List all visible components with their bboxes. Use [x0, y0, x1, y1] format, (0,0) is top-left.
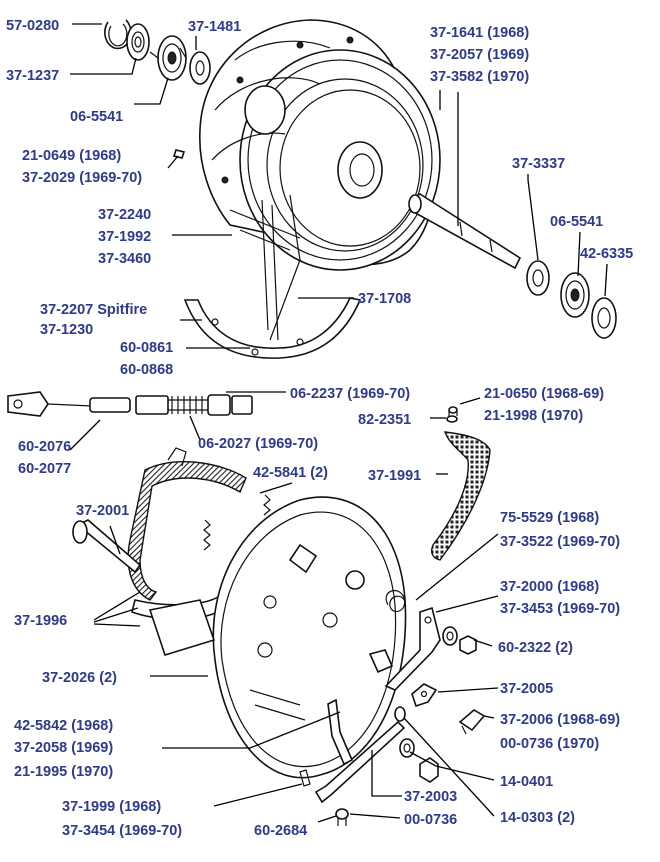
seal-drawing	[126, 23, 150, 61]
nut-and-washer-drawing	[442, 626, 477, 655]
label-21-0650: 21-0650 (1968-69)	[484, 386, 604, 402]
cable-wire-drawing	[47, 403, 93, 407]
label-00-0736-1970: 00-0736 (1970)	[500, 736, 599, 752]
label-42-5842: 42-5842 (1968)	[14, 718, 113, 734]
label-37-1708: 37-1708	[358, 291, 411, 307]
split-pin-drawing	[299, 769, 311, 787]
adjuster-lever-drawing	[384, 606, 441, 691]
label-37-2026: 37-2026 (2)	[42, 670, 117, 686]
retaining-bolt-drawing	[446, 406, 458, 423]
label-37-2003: 37-2003	[404, 789, 457, 805]
leader-lines	[69, 23, 608, 823]
label-37-2058: 37-2058 (1969)	[14, 740, 113, 756]
label-37-1237: 37-1237	[6, 68, 59, 84]
label-60-2684: 60-2684	[254, 823, 307, 839]
label-37-2240: 37-2240	[98, 207, 151, 223]
label-21-1998: 21-1998 (1970)	[484, 408, 583, 424]
wheel-stud-drawing	[172, 149, 186, 159]
label-37-1992: 37-1992	[98, 229, 151, 245]
label-37-1481: 37-1481	[188, 19, 241, 35]
label-37-1230: 37-1230	[40, 322, 93, 338]
label-06-5541-hub: 06-5541	[70, 109, 123, 125]
shoe-return-spring-drawing	[203, 494, 271, 551]
label-60-2076: 60-2076	[18, 439, 71, 455]
label-60-2077: 60-2077	[18, 461, 71, 477]
label-60-2322: 60-2322 (2)	[498, 640, 573, 656]
label-37-2029: 37-2029 (1969-70)	[22, 170, 142, 186]
shoe-pivot-pin-drawing	[72, 519, 142, 574]
handbrake-cable-drawing	[261, 194, 301, 341]
hub-bearing-drawing	[149, 35, 187, 81]
pushrod-drawing	[314, 706, 406, 804]
label-42-5841: 42-5841 (2)	[253, 465, 328, 481]
label-14-0401: 14-0401	[500, 774, 553, 790]
label-21-0649: 21-0649 (1968)	[22, 148, 121, 164]
label-37-2207: 37-2207 Spitfire	[40, 302, 147, 318]
label-37-2006: 37-2006 (1968-69)	[500, 712, 620, 728]
label-06-2027: 06-2027 (1969-70)	[198, 436, 318, 452]
axle-shaft-drawing	[408, 193, 522, 270]
label-37-2005: 37-2005	[500, 681, 553, 697]
label-00-0736: 00-0736	[404, 812, 457, 828]
label-82-2351: 82-2351	[358, 412, 411, 428]
handbrake-lever-drawing	[327, 698, 354, 766]
dust-cover-grille-drawing	[431, 431, 491, 561]
label-37-1991: 37-1991	[368, 468, 421, 484]
label-06-5541-axle: 06-5541	[550, 214, 603, 230]
axle-washer-drawing	[526, 260, 550, 296]
label-37-1999: 37-1999 (1968)	[62, 799, 161, 815]
label-21-1995: 21-1995 (1970)	[14, 764, 113, 780]
label-37-3522: 37-3522 (1969-70)	[500, 534, 620, 550]
axle-seal-drawing	[591, 297, 617, 339]
label-37-2000: 37-2000 (1968)	[500, 579, 599, 595]
axle-bearing-drawing	[560, 272, 590, 318]
label-75-5529: 75-5529 (1968)	[500, 510, 599, 526]
label-37-3453: 37-3453 (1969-70)	[500, 601, 620, 617]
label-37-3337: 37-3337	[512, 156, 565, 172]
lever-spring-drawing	[385, 589, 406, 613]
brake-drum-hub-drawing	[198, 19, 441, 271]
label-14-0303: 14-0303 (2)	[500, 810, 575, 826]
cable-clevis-drawing	[7, 391, 49, 417]
label-37-3582: 37-3582 (1970)	[430, 69, 529, 85]
label-57-0280: 57-0280	[6, 18, 59, 34]
label-42-6335: 42-6335	[580, 246, 633, 262]
label-37-3460: 37-3460	[98, 251, 151, 267]
operating-lever-drawing	[411, 683, 438, 708]
part-labels: 57-0280 37-1237 06-5541 37-1481 37-1641 …	[6, 18, 633, 839]
label-37-1996: 37-1996	[14, 613, 67, 629]
clevis-pin-drawing	[335, 808, 349, 826]
plain-washer-drawing	[399, 738, 415, 758]
label-37-2001: 37-2001	[76, 503, 129, 519]
label-60-0868: 60-0868	[120, 362, 173, 378]
cable-adjuster-drawing	[89, 394, 253, 416]
wheel-cylinder-drawing	[148, 599, 394, 674]
label-37-3454: 37-3454 (1969-70)	[62, 823, 182, 839]
backing-plate-drawing	[212, 496, 407, 779]
clevis-clip-drawing	[458, 709, 486, 735]
spacer-washer-drawing	[189, 51, 211, 85]
label-37-2057: 37-2057 (1969)	[430, 47, 529, 63]
label-06-2237: 06-2237 (1969-70)	[290, 386, 410, 402]
brake-shoe-upper-drawing	[183, 297, 362, 359]
label-37-1641: 37-1641 (1968)	[430, 25, 529, 41]
label-60-0861: 60-0861	[120, 340, 173, 356]
